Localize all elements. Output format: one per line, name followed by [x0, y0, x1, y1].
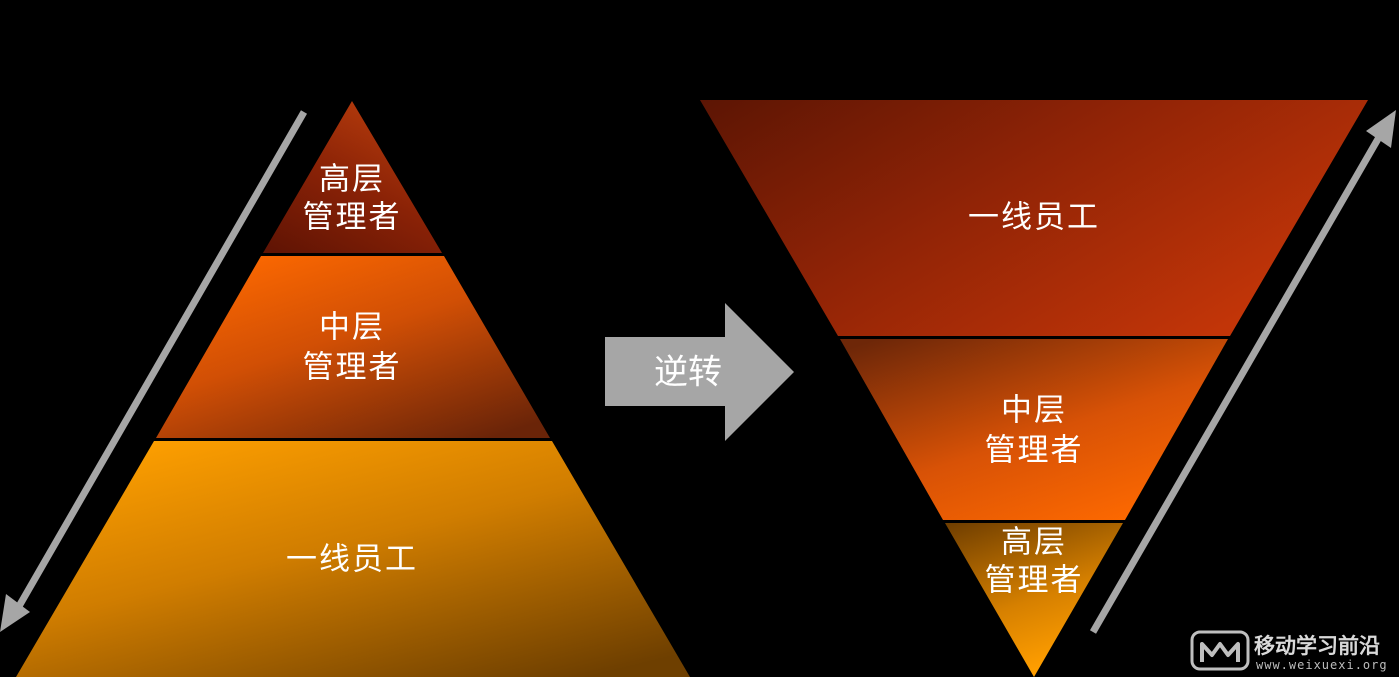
inverted-pyramid-bottom-label-line1: 高层	[1001, 525, 1067, 561]
inversion-arrow-label: 逆转	[654, 353, 722, 393]
watermark-url: www.weixuexi.org	[1256, 658, 1388, 672]
pyramid-middle-label-line1: 中层	[319, 310, 385, 346]
pyramid: 高层 管理者 中层 管理者 一线员工	[16, 101, 690, 677]
inverted-pyramid-middle-layer	[840, 339, 1228, 520]
inverted-pyramid-middle-label-line2: 管理者	[985, 433, 1084, 469]
inverted-pyramid-bottom-label-line2: 管理者	[985, 563, 1084, 599]
pyramid-top-label-line1: 高层	[319, 162, 385, 198]
inverted-pyramid-top-label: 一线员工	[968, 200, 1100, 236]
pyramid-bottom-label: 一线员工	[286, 542, 418, 578]
downward-flow-arrow	[0, 110, 308, 632]
watermark: 移动学习前沿 www.weixuexi.org	[1190, 630, 1388, 672]
inverted-pyramid-middle-label-line1: 中层	[1001, 393, 1067, 429]
watermark-logo-icon	[1190, 630, 1250, 671]
pyramid-middle-label-line2: 管理者	[303, 350, 402, 386]
pyramid-top-layer	[263, 101, 442, 253]
inverted-pyramid-top-layer	[700, 100, 1368, 336]
inverted-pyramid: 一线员工 中层 管理者 高层 管理者	[700, 100, 1368, 677]
pyramid-top-label-line2: 管理者	[303, 200, 402, 236]
pyramid-bottom-layer	[16, 441, 690, 677]
pyramid-middle-layer	[156, 256, 550, 438]
watermark-title: 移动学习前沿	[1254, 634, 1380, 658]
inversion-arrow: 逆转	[605, 303, 794, 441]
upward-flow-arrow	[1089, 110, 1396, 634]
inverted-pyramid-bottom-layer	[945, 523, 1123, 677]
